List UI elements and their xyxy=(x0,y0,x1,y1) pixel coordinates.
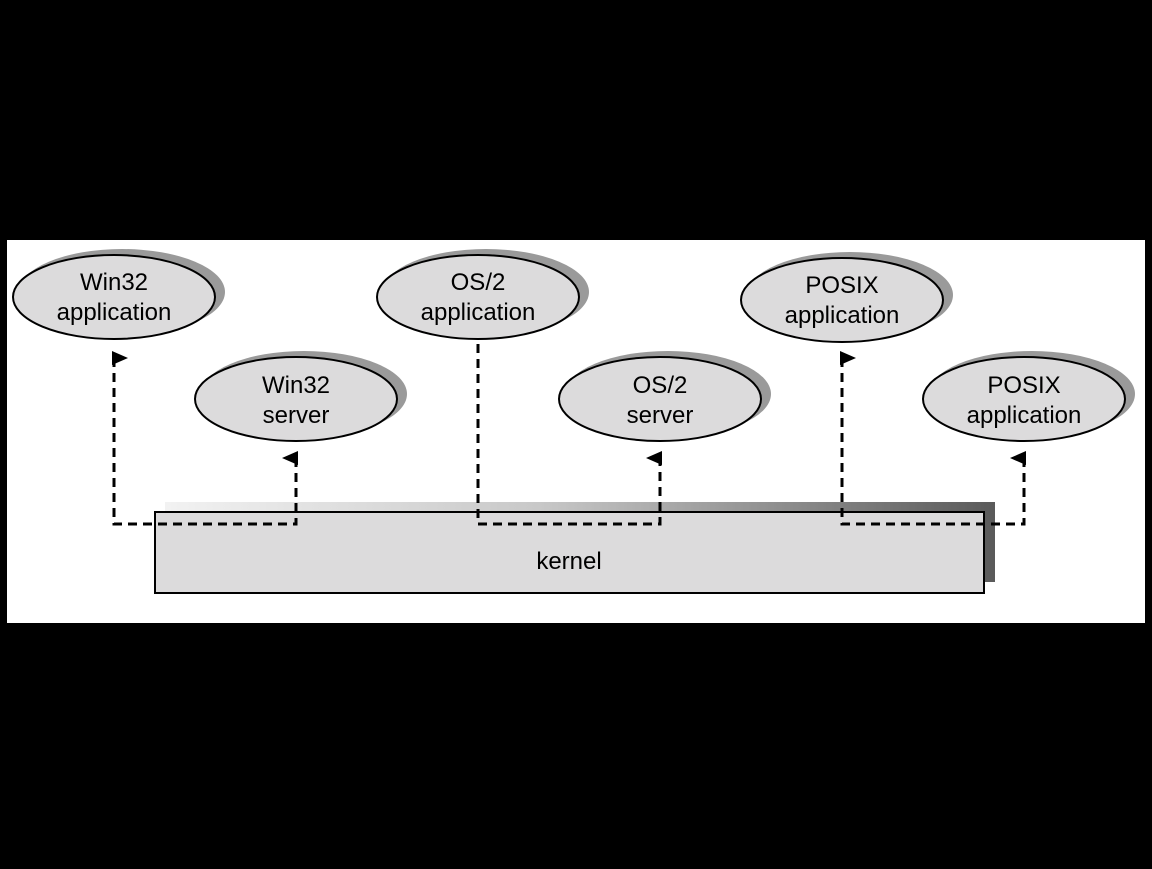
node-label-line2: application xyxy=(421,299,536,326)
posix-subsystem-node: POSIX application xyxy=(922,351,1135,442)
kernel-block: kernel xyxy=(154,502,995,594)
win32-server-node: Win32 server xyxy=(194,351,407,442)
os2-server-node: OS/2 server xyxy=(558,351,771,442)
win32-connector xyxy=(112,351,298,526)
node-label-line1: POSIX xyxy=(987,372,1060,399)
node-label-line1: Win32 xyxy=(80,269,148,296)
node-label-line2: application xyxy=(967,402,1082,429)
posix-application-node: POSIX application xyxy=(740,252,953,343)
node-label-line1: OS/2 xyxy=(633,372,688,399)
os2-connector xyxy=(476,344,662,526)
posix-connector xyxy=(840,351,1026,526)
node-ellipse xyxy=(376,254,580,340)
node-label-line2: application xyxy=(785,302,900,329)
node-label-line2: server xyxy=(627,402,694,429)
kernel-label: kernel xyxy=(536,548,601,575)
win32-application-node: Win32 application xyxy=(12,249,225,340)
os2-application-node: OS/2 application xyxy=(376,249,589,340)
connections xyxy=(112,344,1026,526)
node-ellipse xyxy=(922,356,1126,442)
node-label-line1: OS/2 xyxy=(451,269,506,296)
node-label-line2: application xyxy=(57,299,172,326)
node-label-line1: POSIX xyxy=(805,272,878,299)
node-ellipse xyxy=(194,356,398,442)
node-ellipse xyxy=(558,356,762,442)
node-label-line1: Win32 xyxy=(262,372,330,399)
node-ellipse xyxy=(740,257,944,343)
node-label-line2: server xyxy=(263,402,330,429)
node-ellipse xyxy=(12,254,216,340)
